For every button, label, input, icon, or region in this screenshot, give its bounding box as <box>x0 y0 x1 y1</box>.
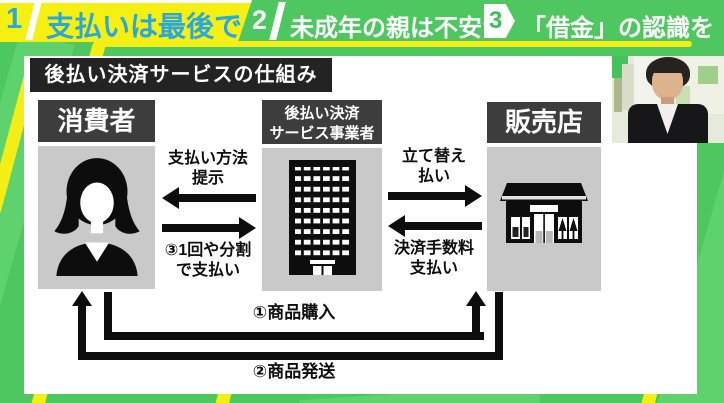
headline-segment-1-bg <box>0 0 252 42</box>
store-header: 販売店 <box>487 102 601 143</box>
provider-header: 後払い決済 サービス事業者 <box>262 100 382 144</box>
headline-1-number: 1 <box>6 3 23 35</box>
flow-label-installment-payment: ③1回や分割 で支払い <box>164 242 252 279</box>
shipping-arrow-segment <box>78 352 503 360</box>
purchase-arrow-segment <box>104 292 112 340</box>
flow-label-settlement-fee: 決済手数料 支払い <box>393 240 474 277</box>
headline-3-badge: 3 <box>484 4 515 38</box>
presenter-neck <box>661 97 674 107</box>
flow-label-purchase: ①商品購入 <box>252 303 336 322</box>
studio-backdrop <box>622 64 634 110</box>
bg-stripe-horizontal <box>96 41 692 47</box>
store-icon <box>494 167 594 272</box>
arrow-provider-to-store <box>388 185 482 207</box>
headline-3-label: 「借金」の認識を <box>522 15 714 42</box>
building-icon <box>275 155 370 285</box>
purchase-arrow-segment <box>104 332 484 340</box>
consumer-header: 消費者 <box>38 100 155 142</box>
store-icon-box <box>487 147 601 291</box>
chevron-divider-icon <box>269 2 286 40</box>
shipping-arrow-segment <box>495 292 503 360</box>
flow-label-advance-payment: 立て替え 払い <box>401 148 466 185</box>
arrow-store-to-provider <box>388 215 482 237</box>
provider-icon-box <box>262 148 382 291</box>
person-icon <box>51 154 143 281</box>
flow-label-shipping: ②商品発送 <box>252 362 336 381</box>
shipping-arrow-segment <box>78 306 86 360</box>
headline-bar: 1 支払いは最後で 2 未成年の親は不安? 3 「借金」の認識を <box>0 0 724 42</box>
diagram-title: 後払い決済サービスの仕組み <box>30 58 332 92</box>
shipping-arrowhead-icon <box>72 291 92 306</box>
arrow-consumer-to-provider <box>162 217 256 239</box>
purchase-arrowhead-icon <box>466 291 486 306</box>
arrow-provider-to-consumer <box>162 187 256 209</box>
headline-2-number: 2 <box>252 5 268 35</box>
studio-backdrop <box>614 78 622 112</box>
presenter-photo <box>612 56 724 143</box>
studio-backdrop <box>698 66 718 84</box>
presenter-hairline <box>652 64 683 73</box>
flow-label-payment-method: 支払い方法 提示 <box>167 150 248 187</box>
headline-2-label: 未成年の親は不安? <box>290 15 497 42</box>
consumer-icon-box <box>38 146 155 289</box>
purchase-arrow-segment <box>472 306 480 340</box>
headline-1-label: 支払いは最後で <box>46 11 243 42</box>
